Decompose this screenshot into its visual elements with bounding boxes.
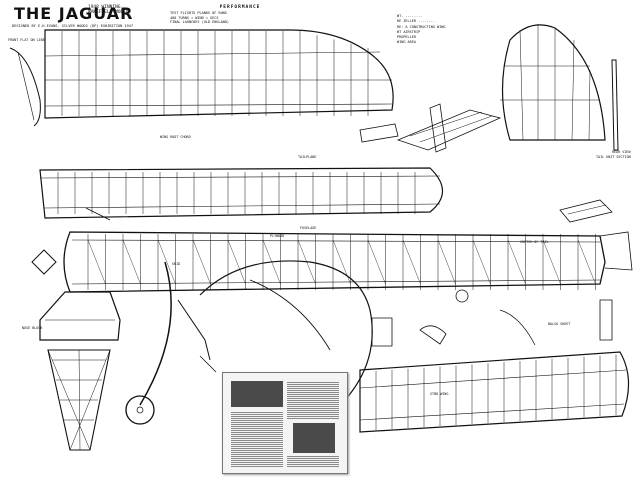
fus-diagonals-line — [367, 239, 386, 285]
fittings — [85, 207, 469, 373]
tailplane-panel — [39, 167, 444, 219]
bottom-wing-panel — [359, 351, 630, 433]
spec-line-5: PROPELLER — [397, 35, 416, 40]
note-plywood: PLYWOOD — [270, 234, 285, 238]
spec-line-6: WING AREA — [397, 40, 416, 45]
inset-photo-bottom — [293, 423, 335, 453]
fus-diagonals-line — [157, 239, 176, 285]
note-wing-root: WING ROOT CHORD — [160, 135, 191, 139]
performance-line-2: 400 TURNS = WIND = SECS — [170, 15, 219, 20]
fin-outline-large — [199, 260, 373, 401]
performance-table: PERFORMANCE TEST FLIGHTS PLANKS OF RUNS … — [170, 5, 310, 25]
spec-list: WT. ........ RE ZELLER ........ RE: A CO… — [397, 14, 507, 46]
fus-diagonals-line — [122, 239, 141, 285]
fuselage-side — [63, 231, 633, 293]
performance-line-3: FINAL LAUNCHES (OLD ENGLAND) — [170, 20, 230, 25]
inset-text-col-3 — [287, 455, 339, 467]
wing-tip-side — [9, 47, 41, 127]
note-front-flat: FRONT FLAT ON LINE — [8, 38, 45, 42]
performance-heading: PERFORMANCE — [219, 5, 261, 10]
magazine-inset — [222, 372, 348, 474]
note-fuselage: FUSELAGE — [300, 226, 317, 230]
subtitle-line-1: 1948 WINNING — [88, 5, 121, 10]
top-wing-panel — [44, 29, 394, 119]
undercarriage-leg — [125, 261, 211, 425]
fus-diagonals-line — [332, 239, 351, 285]
fin-drawing — [500, 24, 606, 141]
performance-line-1: TEST FLIGHTS PLANKS OF RUNS — [170, 10, 227, 15]
nose-front-view — [31, 249, 121, 341]
fus-diagonals-line — [227, 239, 246, 285]
fus-diagonals-line — [192, 239, 211, 285]
wing-root-sketch — [359, 103, 502, 153]
spec-line-4: WT AIRSTRIP — [397, 29, 421, 34]
note-nose-block: NOSE BLOCK — [22, 326, 43, 330]
designer-line: DESIGNED BY E.H.EVANS. SILVER WOODS (DP)… — [12, 24, 134, 28]
tail-sketch — [499, 199, 613, 346]
plan-title: THE JAGUAR — [14, 4, 134, 23]
fus-diagonals-line — [402, 239, 421, 285]
fus-diagonals-line — [87, 239, 106, 285]
spec-line-3: RE: A CONSTRUCTING WING — [397, 24, 446, 29]
fuselage-cross-section — [47, 349, 111, 451]
fus-diagonals-line — [507, 239, 526, 285]
note-balsa-sheet: BALSA SHEET — [548, 322, 571, 326]
plan-subtitle: 1948 WINNING WAKEFIELD MODEL — [88, 5, 129, 15]
fus-diagonals-line — [472, 239, 491, 285]
inset-photo-top — [231, 381, 283, 407]
spec-line-2: RE ZELLER ........ — [397, 19, 435, 24]
note-rear-view: REAR VIEW — [612, 150, 631, 154]
fus-diagonals-line — [437, 239, 456, 285]
inset-text-col-2 — [287, 381, 339, 419]
note-tailplane: TAILPLANE — [298, 155, 317, 159]
note-tail-unit: TAIL UNIT SECTION — [596, 155, 631, 159]
note-stbd-wing: STBD WING — [430, 392, 449, 396]
subtitle-line-2: WAKEFIELD MODEL — [88, 10, 129, 15]
fus-diagonals-line — [542, 239, 561, 285]
rear-view-strut — [611, 59, 619, 151]
fus-diagonals-line — [577, 239, 596, 285]
note-skid: SKID — [172, 262, 181, 266]
spec-line-1: WT. ........ — [397, 14, 423, 18]
inset-text-col-1 — [231, 411, 283, 467]
